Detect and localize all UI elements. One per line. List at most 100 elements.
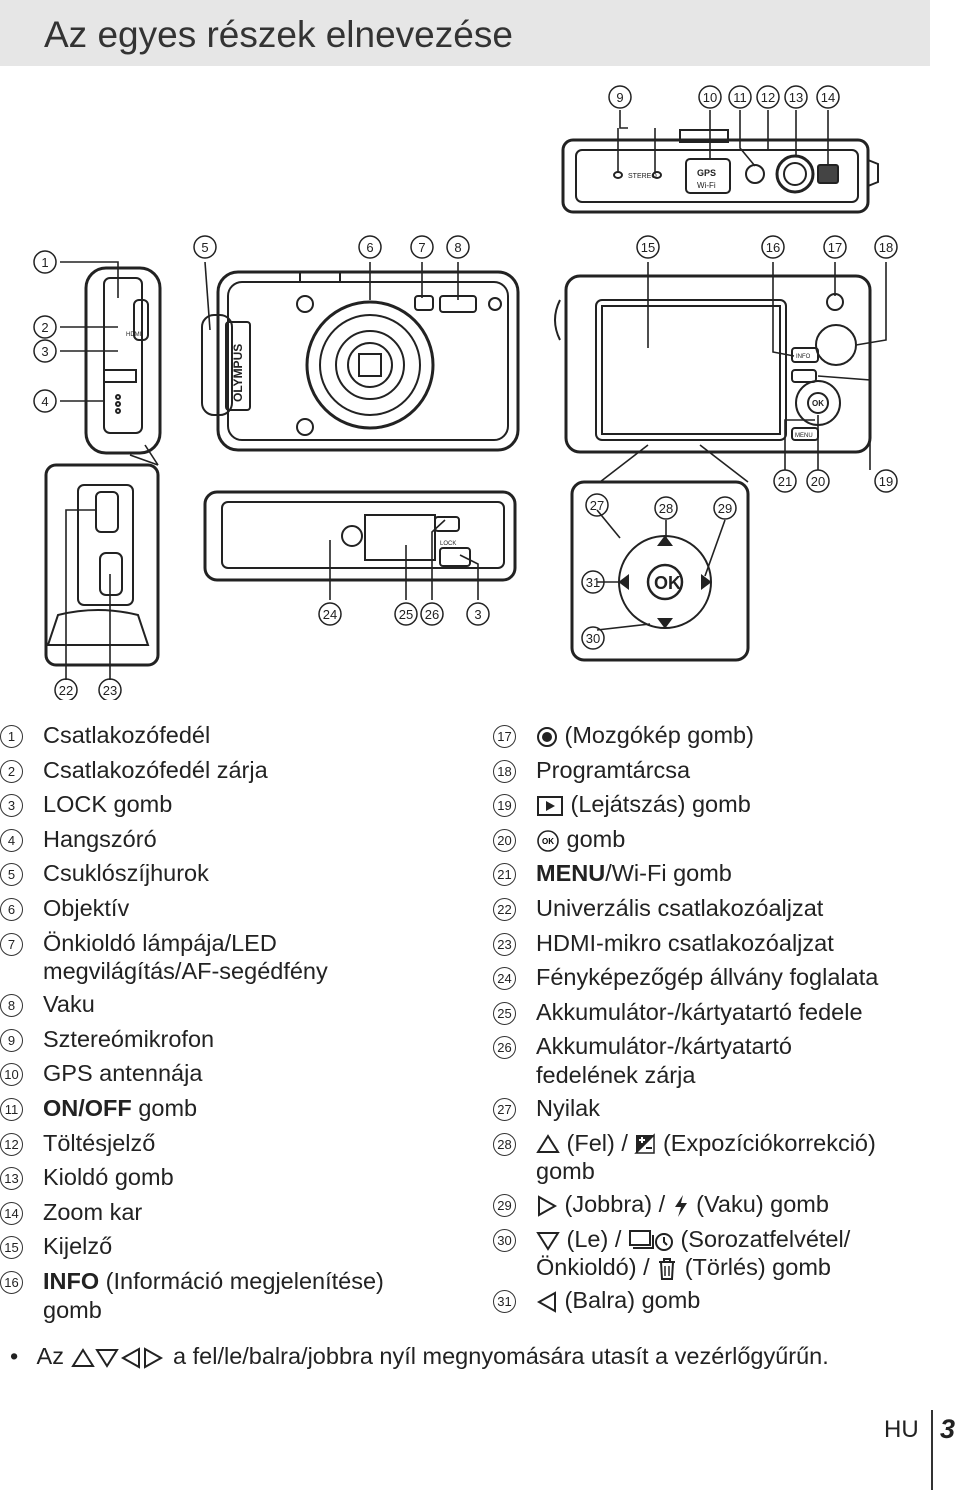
item-label: GPS antennája xyxy=(43,1060,203,1087)
item-label: Kijelző xyxy=(43,1233,113,1260)
camera-bottom-view xyxy=(203,490,517,582)
item-label: (Információ megjelenítése) xyxy=(105,1267,384,1294)
left-arrow-icon xyxy=(536,1291,556,1313)
callout-31: 31 xyxy=(586,575,600,590)
callout-28: 28 xyxy=(659,501,673,516)
footer-divider xyxy=(931,1410,933,1490)
ok-icon: OK xyxy=(537,829,559,852)
item-label: Csatlakozófedél zárja xyxy=(43,756,268,783)
item-number: 30 xyxy=(493,1228,516,1252)
list-item: 29 (Jobbra) / (Vaku) gomb xyxy=(493,1187,933,1222)
callout-22: 22 xyxy=(59,683,73,698)
item-label-2: (Vaku) gomb xyxy=(696,1191,829,1218)
note-prefix: Az xyxy=(36,1343,64,1369)
callout-15: 15 xyxy=(641,240,655,255)
menu-label: MENU xyxy=(795,433,813,439)
flash-icon xyxy=(674,1194,687,1217)
item-number: 16 xyxy=(0,1270,23,1294)
item-number: 26 xyxy=(493,1036,516,1060)
callout-13: 13 xyxy=(789,90,803,105)
item-label: (Lejátszás) gomb xyxy=(570,791,751,818)
callout-9: 9 xyxy=(616,90,623,105)
language-code: HU xyxy=(884,1416,919,1443)
list-item: 28 (Fel) / (Expozíciókorrekció) gomb xyxy=(493,1126,933,1188)
callout-4: 4 xyxy=(41,394,48,409)
item-number: 15 xyxy=(0,1236,23,1260)
item-label: Sztereómikrofon xyxy=(43,1025,215,1052)
item-number: 19 xyxy=(493,794,516,818)
item-number: 1 xyxy=(0,725,23,748)
item-label-continued: megvilágítás/AF-segédfény xyxy=(43,958,328,985)
callout-26: 26 xyxy=(425,607,439,622)
movie-record-icon xyxy=(537,726,557,747)
callout-14: 14 xyxy=(821,90,835,105)
callout-23: 23 xyxy=(103,683,117,698)
camera-front-view xyxy=(201,270,520,452)
drive-selftimer-icon xyxy=(628,1229,673,1251)
item-label: Vaku xyxy=(43,991,95,1018)
list-item: 17 (Mozgókép gomb) xyxy=(493,718,933,753)
menu-key-label: MENU xyxy=(536,860,606,887)
item-label: gomb xyxy=(566,825,626,852)
item-label-2: (Sorozatfelvétel/ xyxy=(680,1225,851,1252)
callout-20: 20 xyxy=(811,474,825,489)
item-number: 3 xyxy=(0,794,23,818)
item-number: 29 xyxy=(493,1194,516,1218)
item-label: (Fel) / xyxy=(566,1129,628,1156)
callout-27: 27 xyxy=(590,498,604,513)
item-label-continued: fedelének zárja xyxy=(536,1061,696,1088)
callout-5: 5 xyxy=(201,240,208,255)
item-label-2: (Expozíciókorrekció) xyxy=(662,1129,876,1156)
item-label: (Mozgókép gomb) xyxy=(564,722,754,748)
callout-18: 18 xyxy=(879,240,893,255)
footnote: • Az a fel/le/balra/jobbra nyíl megnyomá… xyxy=(10,1343,829,1370)
camera-side-view xyxy=(84,266,162,455)
hdmi-label: HDMI xyxy=(126,332,142,338)
callout-24: 24 xyxy=(323,607,337,622)
item-label-continued: gomb xyxy=(536,1158,595,1185)
item-label-continued: Önkioldó) / (Törlés) gomb xyxy=(536,1252,933,1283)
camera-diagrams: STEREO GPS Wi-Fi OLYMPUS HDMI LOCK INFO … xyxy=(33,85,898,700)
item-label: Objektív xyxy=(43,894,130,921)
bullet: • xyxy=(10,1343,19,1369)
camera-top-view xyxy=(561,129,879,214)
item-number: 9 xyxy=(0,1028,23,1052)
item-label: Nyilak xyxy=(536,1094,600,1121)
exposure-comp-icon xyxy=(634,1133,656,1155)
note-text: a fel/le/balra/jobbra nyíl megnyomására … xyxy=(173,1343,829,1369)
connector-closeup xyxy=(44,463,160,667)
callout-2: 2 xyxy=(41,320,48,335)
item-label-cont-1: Önkioldó) / xyxy=(536,1254,650,1281)
item-number: 14 xyxy=(0,1201,23,1225)
item-number: 4 xyxy=(0,828,23,852)
item-label: Hangszóró xyxy=(43,825,157,852)
onoff-label: ON/OFF xyxy=(43,1094,132,1121)
gps-label: GPS xyxy=(697,168,716,178)
callout-29: 29 xyxy=(718,501,732,516)
list-item: 4 Hangszóró xyxy=(0,822,470,857)
item-number: 8 xyxy=(0,994,23,1018)
page-number: 3 xyxy=(940,1414,956,1444)
callout-17: 17 xyxy=(828,240,842,255)
list-item: 8 Vaku xyxy=(0,987,470,1022)
item-number: 25 xyxy=(493,1001,516,1025)
trash-icon xyxy=(659,1258,676,1281)
svg-text:OK: OK xyxy=(542,837,554,846)
item-label: (Le) / xyxy=(566,1225,622,1252)
item-number: 21 xyxy=(493,863,516,887)
